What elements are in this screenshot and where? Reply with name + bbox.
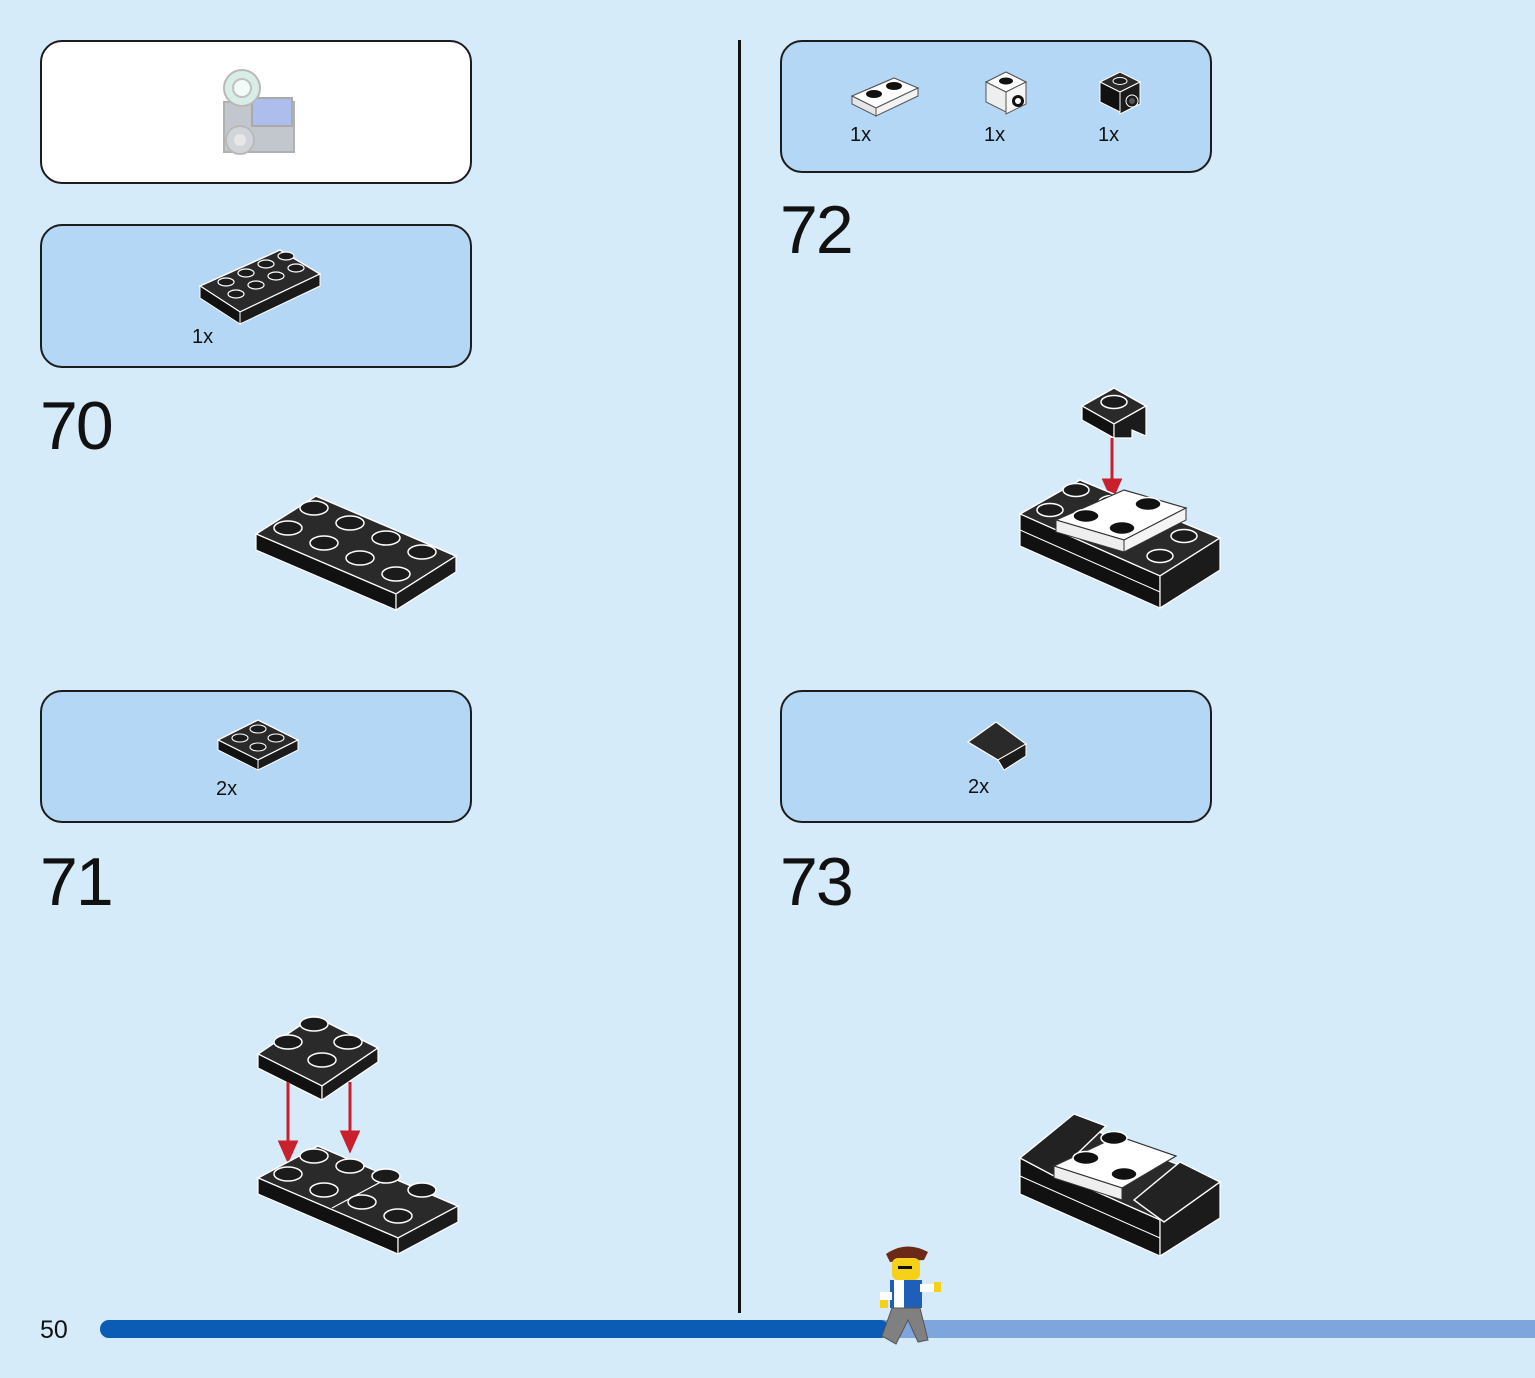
step-number: 72 <box>780 192 854 268</box>
part-quantity: 2x <box>216 778 238 800</box>
parts-panel-step-73: 2x <box>780 690 1212 823</box>
part-quantity: 2x <box>968 776 990 798</box>
plate-1x2-white-icon <box>850 77 920 117</box>
step-70-plate-illustration <box>254 495 458 612</box>
step-73-assembly-illustration <box>1018 1113 1222 1258</box>
submodel-callout <box>40 40 472 184</box>
step-72-assembly-illustration <box>1018 387 1222 610</box>
step-71-assembly-illustration <box>256 1015 460 1255</box>
part-quantity: 1x <box>984 124 1006 146</box>
plate-2x2-black-icon <box>216 719 300 771</box>
step-number: 70 <box>40 388 114 464</box>
progress-fill <box>100 1320 889 1338</box>
part-quantity: 1x <box>850 124 872 146</box>
part-quantity: 1x <box>192 326 214 348</box>
part-quantity: 1x <box>1098 124 1120 146</box>
minifigure-progress-marker <box>880 1246 941 1345</box>
bracket-white-icon <box>984 71 1028 115</box>
parts-panel-step-71: 2x <box>40 690 472 823</box>
parts-panel-step-70: 1x <box>40 224 472 368</box>
column-divider <box>738 40 741 1313</box>
slope-black-icon <box>966 721 1028 771</box>
bracket-black-icon <box>1098 71 1142 115</box>
step-number: 73 <box>780 844 854 920</box>
camera-submodel-icon <box>223 69 295 155</box>
step-number: 71 <box>40 844 114 920</box>
plate-2x4-black-icon <box>198 249 322 325</box>
page-number: 50 <box>40 1316 68 1344</box>
parts-panel-step-72: 1x 1x 1x <box>780 40 1212 173</box>
